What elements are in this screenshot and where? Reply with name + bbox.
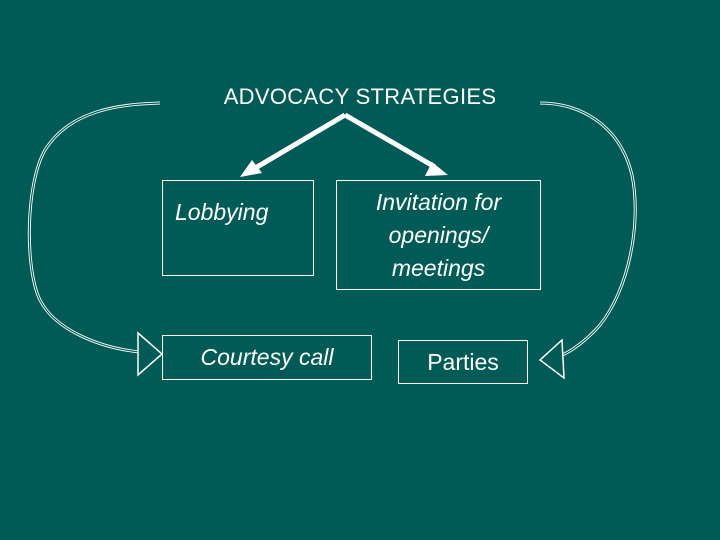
arrow-left-head bbox=[240, 160, 262, 177]
lobbying-box: Lobbying bbox=[162, 180, 314, 276]
courtesy-call-label: Courtesy call bbox=[200, 344, 334, 370]
branch-arrows bbox=[240, 112, 448, 177]
invitation-label: Invitation for openings/ meetings bbox=[375, 188, 502, 281]
arrow-right-shaft bbox=[343, 112, 437, 170]
lobbying-label: Lobbying bbox=[175, 199, 269, 225]
arrow-left-shaft bbox=[250, 112, 347, 173]
left-loop-arrow bbox=[27, 101, 164, 377]
diagram-title: ADVOCACY STRATEGIES bbox=[223, 84, 497, 109]
arrow-right-head bbox=[425, 162, 448, 176]
parties-label: Parties bbox=[427, 348, 499, 375]
right-loop-arrow bbox=[538, 101, 637, 380]
invitation-box: Invitation for openings/ meetings bbox=[336, 180, 541, 290]
courtesy-call-box: Courtesy call bbox=[162, 335, 372, 380]
parties-box: Parties bbox=[398, 340, 528, 384]
